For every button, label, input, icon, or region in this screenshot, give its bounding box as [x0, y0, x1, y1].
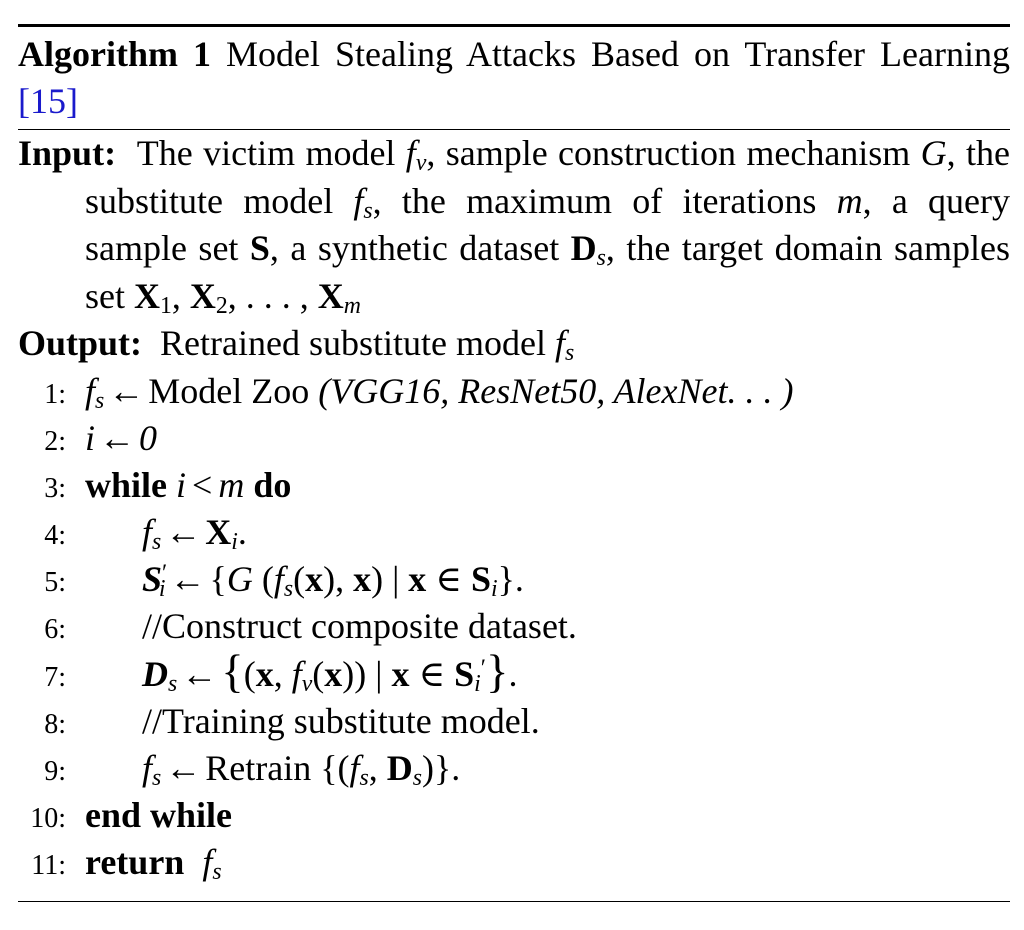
step-line: 4: fs←Xi. — [18, 509, 1010, 556]
line-number: 5: — [44, 567, 66, 599]
step-body: S′i←{G (fs(x), x) | x ∈ Si}. — [142, 559, 524, 603]
model-zoo-text: Model Zoo — [148, 370, 310, 411]
step-line: 5: S′i←{G (fs(x), x) | x ∈ Si}. — [18, 556, 1010, 603]
algorithm-title: Model Stealing Attacks Based on Transfer… — [226, 34, 1010, 74]
output-block: Output: Retrained substitute model fs — [18, 320, 1010, 368]
output-text: Retrained substitute model fs — [151, 323, 575, 367]
line-number: 4: — [44, 520, 66, 552]
line-number: 3: — [44, 472, 66, 504]
output-label: Output: — [18, 323, 143, 363]
step-line: 3: while i<m do — [18, 462, 1010, 509]
input-text: The victim model fv, sample construction… — [85, 133, 1011, 319]
algorithm-label: Algorithm 1 — [18, 34, 211, 74]
io-section: Input: The victim model fv, sample const… — [18, 130, 1010, 368]
step-line: 10: end while — [18, 792, 1010, 839]
keyword-do: do — [253, 464, 292, 505]
algorithm-box: Algorithm 1 Model Stealing Attacks Based… — [18, 24, 1010, 902]
step-body: return fs — [85, 842, 222, 886]
line-number: 8: — [44, 708, 66, 740]
line-number: 10: — [30, 803, 66, 835]
caption-rule — [18, 129, 1010, 130]
algorithm-steps: 1: fs←Model Zoo (VGG16, ResNet50, AlexNe… — [18, 368, 1010, 887]
step-line: 1: fs←Model Zoo (VGG16, ResNet50, AlexNe… — [18, 368, 1010, 415]
step-body: fs←Xi. — [142, 512, 247, 556]
step-line: 9: fs←Retrain {(fs, Ds)}. — [18, 745, 1010, 792]
step-line: 7: Ds←{(x, fv(x)) | x ∈ Si′}. — [18, 646, 1010, 699]
step-body: fs←Model Zoo (VGG16, ResNet50, AlexNet. … — [85, 370, 794, 414]
comment-training-model: //Training substitute model. — [142, 700, 540, 741]
step-line: 6: //Construct composite dataset. — [18, 603, 1010, 650]
keyword-while: while — [85, 464, 168, 505]
line-number: 1: — [44, 378, 66, 410]
bottom-rule — [18, 900, 1010, 902]
step-line: 2: i←0 — [18, 415, 1010, 462]
algorithm-caption: Algorithm 1 Model Stealing Attacks Based… — [18, 27, 1010, 125]
step-body: while i<m do — [85, 464, 292, 505]
step-line: 8: //Training substitute model. — [18, 698, 1010, 745]
line-number: 7: — [44, 661, 66, 693]
citation-link[interactable]: [15] — [18, 81, 78, 121]
step-body: end while — [66, 792, 232, 839]
keyword-end-while: end while — [85, 795, 233, 836]
step-body: fs←Retrain {(fs, Ds)}. — [142, 748, 461, 792]
step-body: i←0 — [85, 417, 158, 458]
step-body: Ds←{(x, fv(x)) | x ∈ Si′}. — [142, 646, 518, 699]
comment-construct-dataset: //Construct composite dataset. — [142, 606, 577, 647]
input-label: Input: — [18, 133, 117, 173]
model-zoo-list: (VGG16, ResNet50, AlexNet. . . ) — [318, 370, 794, 411]
line-number: 6: — [44, 614, 66, 646]
step-line: 11: return fs — [18, 839, 1010, 886]
top-rule — [18, 24, 1010, 27]
line-number: 2: — [44, 425, 66, 457]
input-block: Input: The victim model fv, sample const… — [18, 130, 1010, 320]
line-number: 11: — [31, 850, 66, 882]
line-number: 9: — [44, 756, 66, 787]
retrain-text: Retrain — [205, 748, 312, 788]
keyword-return: return — [85, 842, 185, 883]
